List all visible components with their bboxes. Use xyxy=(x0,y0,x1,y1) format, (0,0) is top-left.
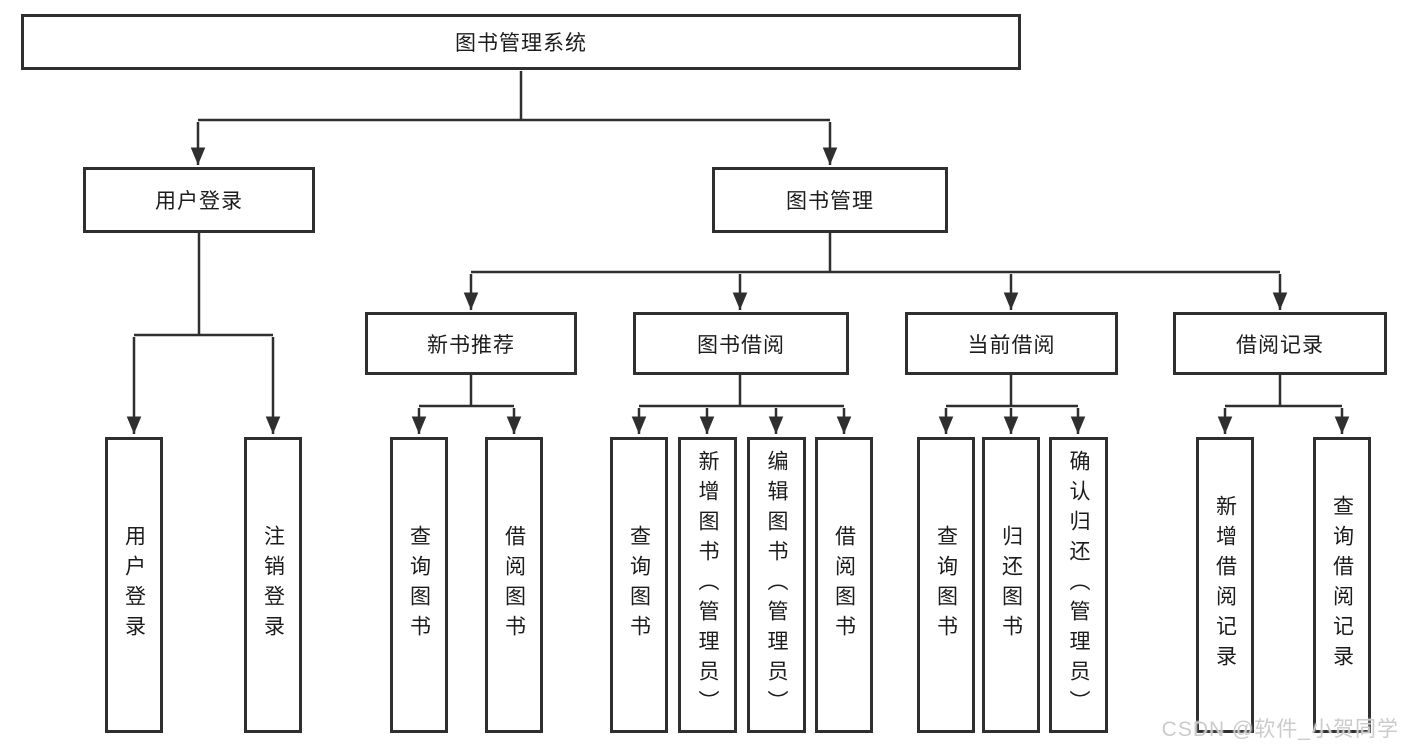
group-node-borrow-records: 借阅记录 xyxy=(1173,312,1387,375)
leaf-node-add-borrow-record: 新增借阅记录 xyxy=(1196,437,1254,733)
leaf-node-label: 新增图书（管理员） xyxy=(696,450,719,720)
group-node-new-book-recommend: 新书推荐 xyxy=(365,312,577,375)
leaf-node-user-login: 用户登录 xyxy=(105,437,163,733)
branch-node-label: 图书管理 xyxy=(786,190,874,213)
leaf-node-label: 查询图书 xyxy=(407,525,431,645)
group-node-label: 图书借阅 xyxy=(697,333,785,357)
leaf-node-edit-books-admin: 编辑图书（管理员） xyxy=(747,437,806,733)
leaf-node-label: 归还图书 xyxy=(999,525,1023,645)
leaf-node-borrow-books: 借阅图书 xyxy=(485,437,543,733)
csdn-watermark: CSDN @软件_小贺同学 xyxy=(1161,718,1399,741)
leaf-node-query-books: 查询图书 xyxy=(610,437,668,733)
leaf-node-borrow-books: 借阅图书 xyxy=(815,437,873,733)
branch-node-book-management: 图书管理 xyxy=(712,167,948,233)
leaf-node-label: 新增借阅记录 xyxy=(1213,495,1237,675)
leaf-node-label: 借阅图书 xyxy=(832,525,856,645)
leaf-node-query-books: 查询图书 xyxy=(917,437,975,733)
leaf-node-label: 查询借阅记录 xyxy=(1330,495,1354,675)
group-node-label: 借阅记录 xyxy=(1236,333,1324,357)
leaf-node-label: 借阅图书 xyxy=(502,525,526,645)
root-node-label: 图书管理系统 xyxy=(455,32,587,55)
leaf-node-confirm-return-admin: 确认归还（管理员） xyxy=(1049,437,1108,733)
leaf-node-query-borrow-record: 查询借阅记录 xyxy=(1313,437,1371,733)
leaf-node-logout: 注销登录 xyxy=(244,437,302,733)
branch-node-label: 用户登录 xyxy=(155,190,243,213)
root-node-library-system: 图书管理系统 xyxy=(21,14,1021,70)
leaf-node-label: 查询图书 xyxy=(934,525,958,645)
leaf-node-query-books: 查询图书 xyxy=(390,437,448,733)
group-node-current-borrow: 当前借阅 xyxy=(905,312,1118,375)
leaf-node-label: 用户登录 xyxy=(122,525,146,645)
leaf-node-label: 注销登录 xyxy=(261,525,285,645)
leaf-node-label: 编辑图书（管理员） xyxy=(765,450,788,720)
leaf-node-return-books: 归还图书 xyxy=(982,437,1040,733)
leaf-node-label: 查询图书 xyxy=(627,525,651,645)
group-node-book-borrow: 图书借阅 xyxy=(633,312,849,375)
leaf-node-add-books-admin: 新增图书（管理员） xyxy=(678,437,737,733)
leaf-node-label: 确认归还（管理员） xyxy=(1067,450,1090,720)
branch-node-user-login: 用户登录 xyxy=(83,167,315,233)
group-node-label: 当前借阅 xyxy=(967,333,1056,357)
group-node-label: 新书推荐 xyxy=(427,333,515,357)
